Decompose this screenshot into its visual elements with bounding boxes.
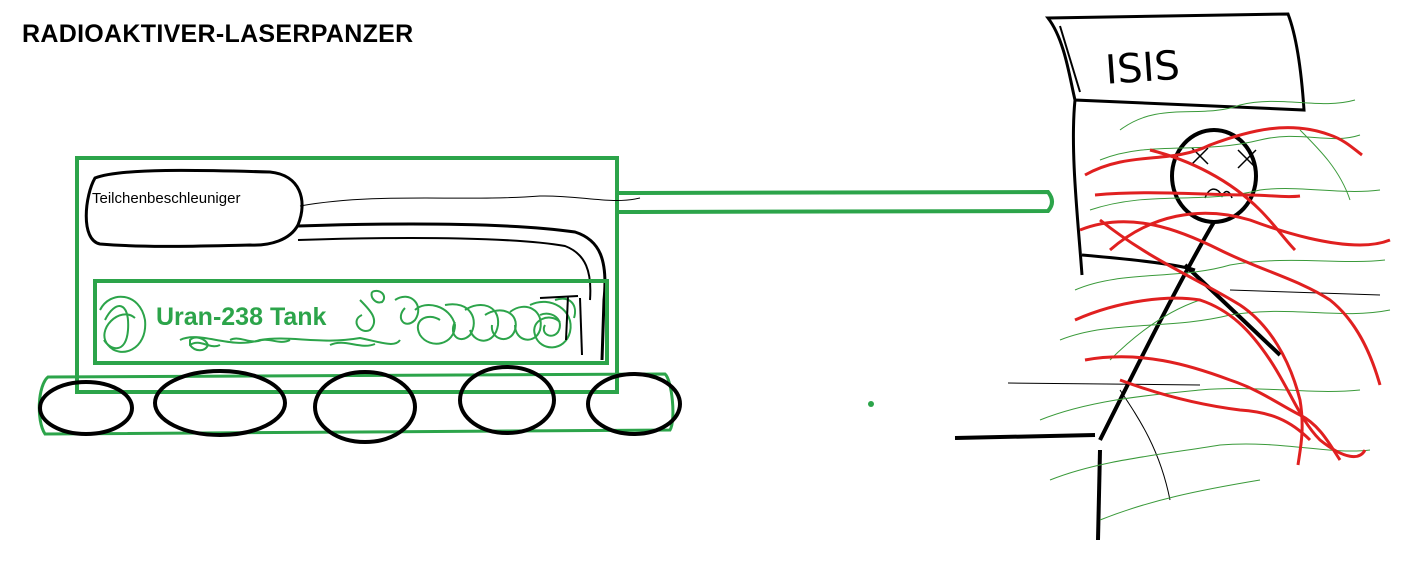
- wheel-3: [313, 370, 417, 444]
- barrel-beam-line: [299, 195, 641, 207]
- wheel-5: [586, 372, 682, 436]
- tank-hull: [75, 156, 619, 394]
- uranium-scribble: [99, 290, 576, 353]
- tank-track: [37, 372, 675, 436]
- feed-pipe: [297, 222, 607, 361]
- isis-sign-label: ISIS: [1104, 43, 1181, 94]
- uranium-tank-label: Uran-238 Tank: [156, 303, 327, 331]
- body-bottom-line: [1081, 253, 1196, 272]
- diagram-title: RADIOAKTIVER-LASERPANZER: [22, 20, 414, 48]
- accelerator-label: Teilchenbeschleuniger: [92, 190, 240, 207]
- thin-lines: [1007, 289, 1381, 501]
- tank: Teilchenbeschleuniger: [37, 156, 1054, 444]
- dead-eyes: [1191, 147, 1257, 199]
- wheel-4: [458, 365, 556, 435]
- uranium-black-scribble: [539, 295, 583, 356]
- body-left-line: [1071, 99, 1084, 276]
- isis-sign: [1044, 12, 1306, 112]
- isis-sign-inner: [1059, 25, 1081, 93]
- target-figure: ISIS: [954, 12, 1391, 541]
- uranium-tank-box: [93, 279, 609, 365]
- green-strands: [1039, 99, 1391, 521]
- stray-dot: [868, 401, 874, 407]
- wheel-2: [153, 369, 287, 437]
- red-strands: [1074, 126, 1391, 466]
- wheel-1: [38, 380, 134, 436]
- feed-pipe-inner: [297, 237, 592, 301]
- particle-accelerator: [84, 168, 304, 248]
- laser-barrel: [615, 189, 1054, 215]
